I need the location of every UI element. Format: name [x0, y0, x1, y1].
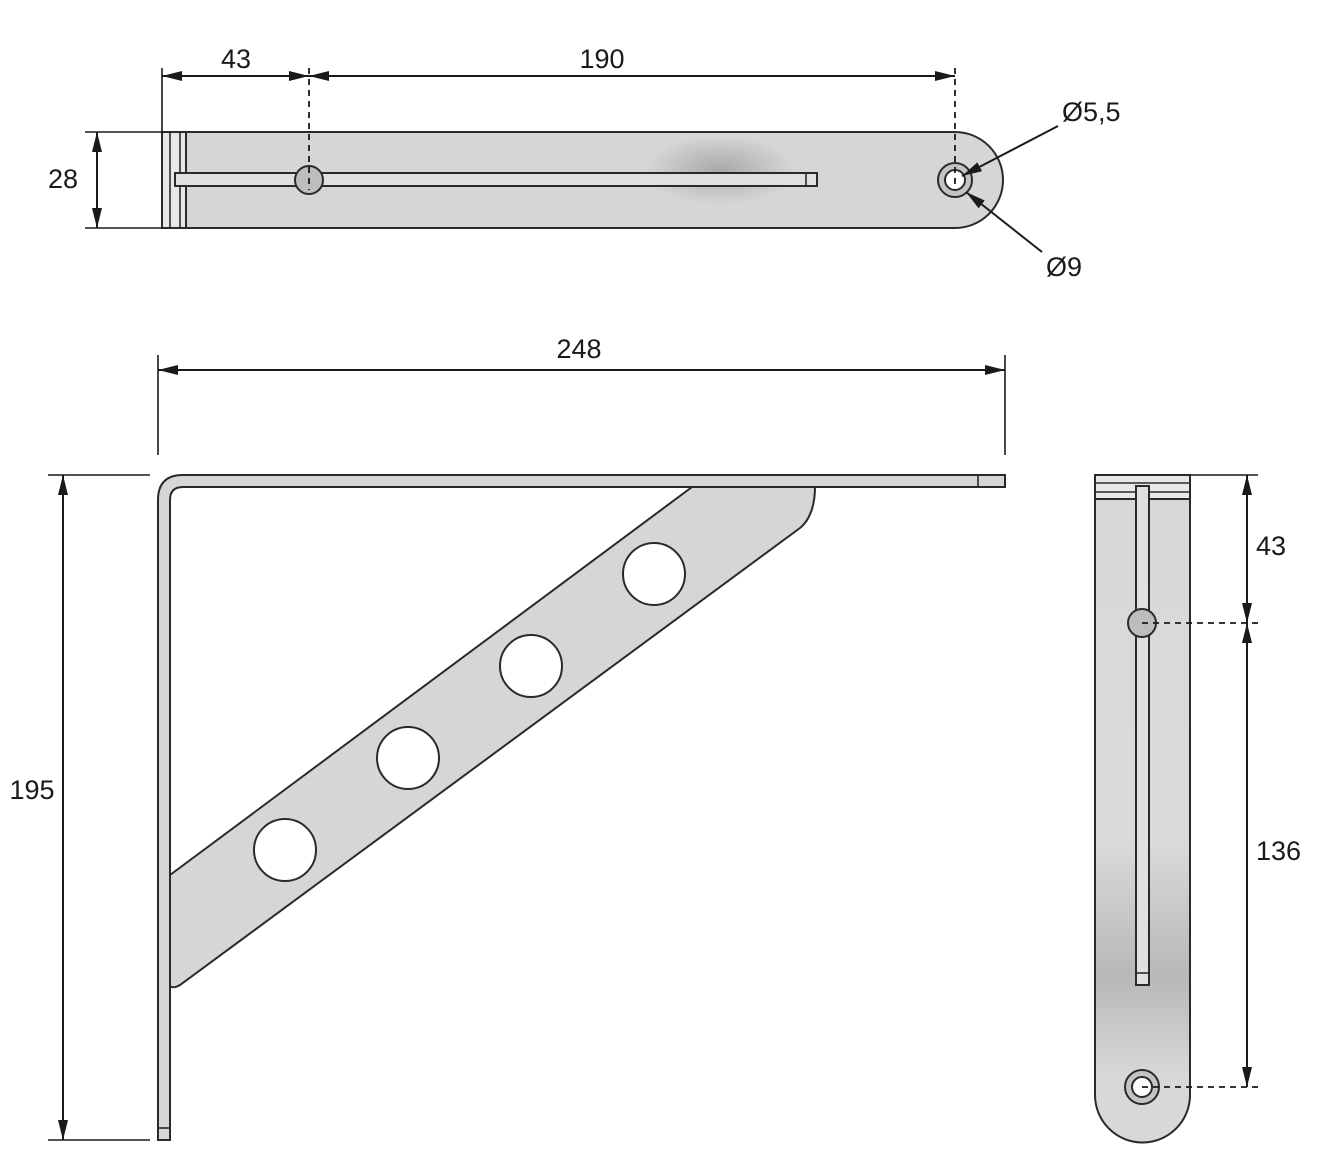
side-view: 43 136 — [1094, 474, 1301, 1144]
top-view: 43 190 28 Ø5,5 Ø9 — [48, 44, 1121, 282]
dim-label-136: 136 — [1256, 836, 1301, 866]
dim-label-28: 28 — [48, 164, 78, 194]
label-small-hole: Ø5,5 — [1062, 97, 1121, 127]
brace-hole-2 — [376, 726, 440, 790]
brace-hole-3 — [499, 634, 563, 698]
front-view: 248 195 — [9, 334, 1006, 1141]
top-plate-shade — [645, 135, 795, 205]
dim-label-43-top: 43 — [221, 44, 251, 74]
dim-label-195: 195 — [9, 775, 54, 805]
front-brace — [169, 486, 817, 989]
top-rib — [174, 172, 818, 187]
brace-hole-4 — [622, 542, 686, 606]
leader-small-hole — [961, 125, 1059, 177]
label-large-hole: Ø9 — [1046, 252, 1082, 282]
dim-label-190: 190 — [579, 44, 624, 74]
leader-large-hole — [965, 191, 1043, 253]
side-rib — [1135, 485, 1150, 986]
brace-hole-1 — [253, 818, 317, 882]
dim-label-248: 248 — [556, 334, 601, 364]
front-l-profile — [157, 474, 1006, 1141]
dim-label-43-side: 43 — [1256, 531, 1286, 561]
